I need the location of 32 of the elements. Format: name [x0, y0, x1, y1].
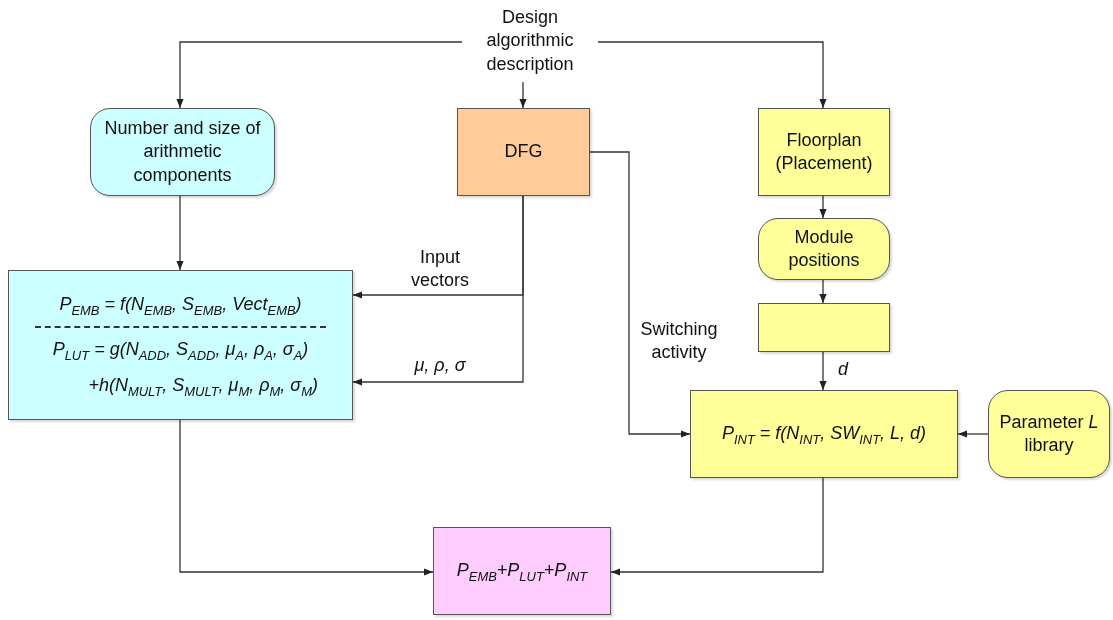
- rounded-box: [90, 108, 275, 196]
- formula-text: P$_{EMB}$ = f(N$_{EMB}$, S$_{EMB}$, Vect$_{EMB}$): [59, 292, 302, 320]
- node-text: Number and size of arithmetic components: [103, 116, 262, 187]
- formula-box: [8, 270, 353, 420]
- connector-arrow: [819, 279, 827, 304]
- connector-arrow: [176, 195, 184, 271]
- rounded-box: [758, 218, 890, 280]
- connector-arrow: [819, 351, 827, 391]
- formula-text: +h(N$_{MULT}$, S$_{MULT}$, μ$_{M}$, ρ$_{M}$, σ$_{M}$): [88, 373, 318, 401]
- connector-arrow: [179, 419, 434, 576]
- rounded-box: [988, 390, 1110, 478]
- formula-box: [690, 390, 958, 478]
- connector-arrow: [519, 81, 527, 109]
- formula-text: P$_{LUT}$ = g(N$_{ADD}$, S$_{ADD}$, μ$_{A}$, ρ$_{A}$, σ$_{A}$): [52, 338, 309, 365]
- node-text: Floorplan (Placement): [774, 128, 874, 175]
- connector-arrow: [597, 41, 827, 109]
- process-box: [758, 303, 890, 352]
- process-box: [758, 108, 890, 196]
- connector-arrow: [819, 195, 827, 219]
- node-text: Module positions: [787, 225, 861, 272]
- formula-box: [433, 527, 611, 615]
- connector-arrow: [957, 430, 989, 438]
- formula-text: P$_{EMB}$+P$_{LUT}$+P$_{INT}$: [456, 559, 588, 583]
- process-box: [457, 108, 590, 196]
- connector-arrow: [589, 151, 691, 438]
- node-text: Design algorithmic description: [485, 5, 575, 76]
- node-text: Parameter L library: [998, 410, 1100, 457]
- formula-text: P$_{INT}$ = f(N$_{INT}$, SW$_{INT}$, L, d): [721, 422, 927, 446]
- connector-arrow: [352, 195, 524, 386]
- node-text: DFG: [504, 140, 543, 164]
- connector-arrow: [176, 41, 463, 109]
- connector-arrow: [610, 477, 824, 576]
